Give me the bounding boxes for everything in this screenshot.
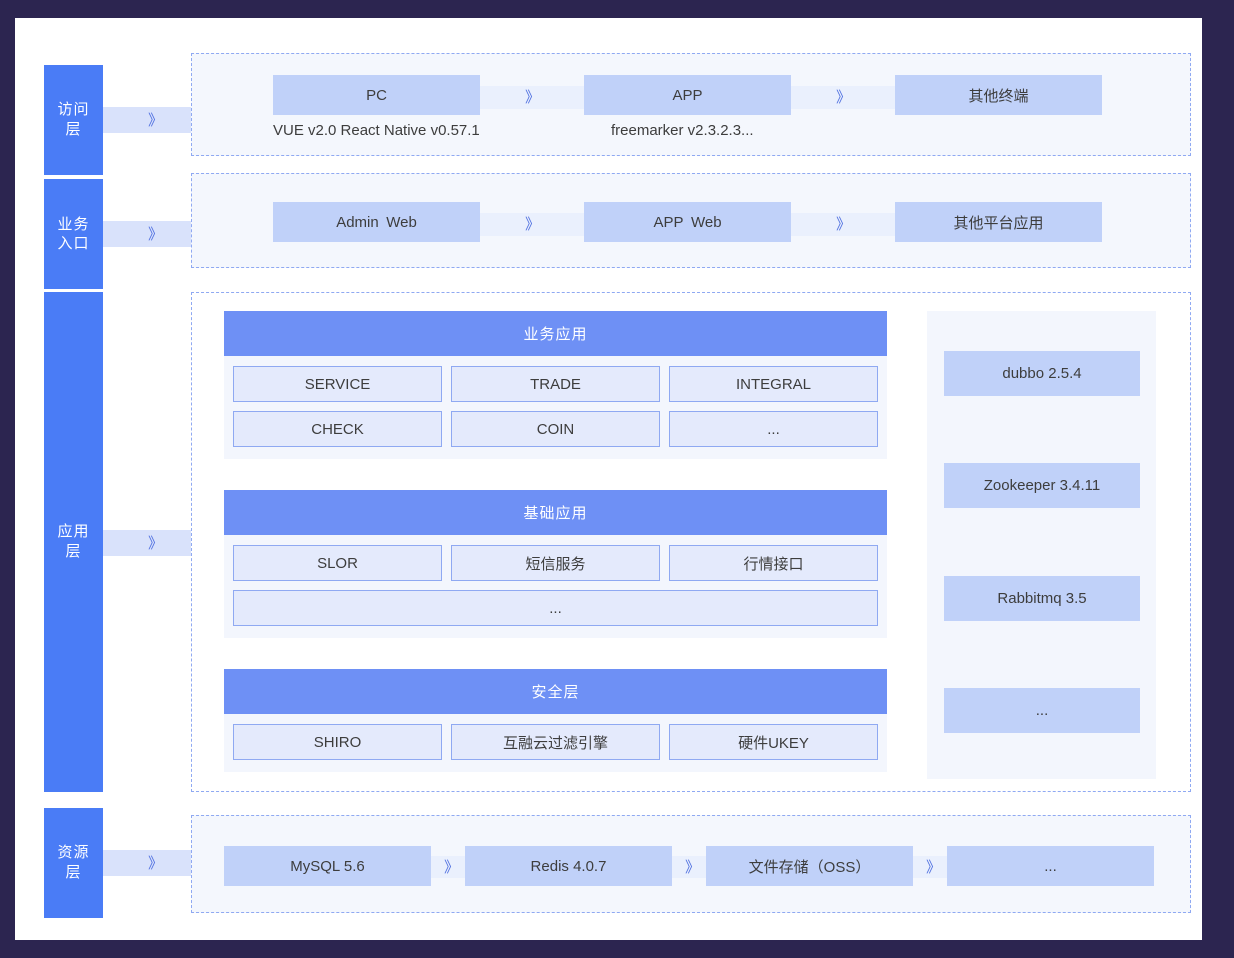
cell-check[interactable]: CHECK (233, 411, 442, 447)
chip-label: APP Web (653, 213, 722, 231)
cell-hurong-cloud-filter-engine[interactable]: 互融云过滤引擎 (451, 724, 660, 760)
panel-middleware: dubbo 2.5.4 Zookeeper 3.4.11 Rabbitmq 3.… (927, 311, 1156, 779)
strip-entry-2: 》 (791, 213, 895, 236)
cell-slor[interactable]: SLOR (233, 545, 442, 581)
chevron-icon: 》 (835, 88, 851, 106)
chevron-icon: 》 (925, 857, 941, 876)
chevron-icon: 》 (147, 224, 163, 243)
chip-entry-admin-web[interactable]: Admin Web (273, 202, 480, 242)
chip-rabbitmq[interactable]: Rabbitmq 3.5 (944, 576, 1140, 621)
layer-tab-application[interactable]: 应用层 (44, 292, 103, 792)
layer-tab-business-entry[interactable]: 业务入口 (44, 179, 103, 289)
connector-access: 》 (103, 107, 207, 133)
card-body: SERVICE TRADE INTEGRAL CHECK COIN ... (224, 356, 887, 459)
card-header: 业务应用 (224, 311, 887, 356)
cell-integral[interactable]: INTEGRAL (669, 366, 878, 402)
chip-label: MySQL 5.6 (290, 857, 365, 875)
chip-access-app[interactable]: APP (584, 75, 791, 115)
chip-label: 其他平台应用 (953, 214, 1044, 232)
chip-resource-more[interactable]: ... (947, 846, 1154, 886)
chip-middleware-more[interactable]: ... (944, 688, 1140, 733)
cell-coin[interactable]: COIN (451, 411, 660, 447)
cell-shiro[interactable]: SHIRO (233, 724, 442, 760)
note-access-pc: VUE v2.0 React Native v0.57.1 (273, 122, 480, 139)
cell-sms-service[interactable]: 短信服务 (451, 545, 660, 581)
chip-label: Redis 4.0.7 (530, 857, 607, 875)
chevron-icon: 》 (147, 110, 163, 129)
strip-access-2: 》 (791, 86, 895, 109)
layer-tab-resource-label: 资源层 (57, 844, 90, 881)
chevron-icon: 》 (524, 215, 540, 233)
chip-label: APP (672, 86, 703, 104)
chevron-icon: 》 (835, 215, 851, 233)
chip-file-storage-oss[interactable]: 文件存储（OSS） (706, 846, 913, 886)
chevron-icon: 》 (443, 857, 459, 876)
cell-service[interactable]: SERVICE (233, 366, 442, 402)
chip-label: 文件存储（OSS） (748, 858, 871, 876)
chip-mysql[interactable]: MySQL 5.6 (224, 846, 431, 886)
chevron-icon: 》 (684, 857, 700, 876)
note-access-app: freemarker v2.3.2.3... (611, 122, 754, 139)
layer-tab-access[interactable]: 访问层 (44, 65, 103, 175)
card-basic-application: 基础应用 SLOR 短信服务 行情接口 ... (224, 490, 887, 638)
card-header: 基础应用 (224, 490, 887, 535)
chip-access-pc[interactable]: PC (273, 75, 480, 115)
strip-access-1: 》 (480, 86, 584, 109)
cell-trade[interactable]: TRADE (451, 366, 660, 402)
chevron-icon: 》 (147, 853, 163, 872)
layer-tab-resource[interactable]: 资源层 (44, 808, 103, 918)
chip-dubbo[interactable]: dubbo 2.5.4 (944, 351, 1140, 396)
card-security-layer: 安全层 SHIRO 互融云过滤引擎 硬件UKEY (224, 669, 887, 772)
chip-access-other[interactable]: 其他终端 (895, 75, 1102, 115)
layer-tab-business-entry-label: 业务入口 (57, 216, 90, 252)
connector-resource: 》 (103, 850, 207, 876)
card-body: SHIRO 互融云过滤引擎 硬件UKEY (224, 714, 887, 772)
strip-entry-1: 》 (480, 213, 584, 236)
card-header: 安全层 (224, 669, 887, 714)
chip-entry-app-web[interactable]: APP Web (584, 202, 791, 242)
chip-redis[interactable]: Redis 4.0.7 (465, 846, 672, 886)
strip-resource-1: 》 (431, 856, 471, 878)
chip-zookeeper[interactable]: Zookeeper 3.4.11 (944, 463, 1140, 508)
cell-more[interactable]: ... (233, 590, 878, 626)
diagram-canvas: 访问层 》 PC 》 APP 》 其他终端 VUE v2.0 React Nat… (15, 18, 1202, 940)
chip-label: Admin Web (336, 213, 417, 231)
cell-market-interface[interactable]: 行情接口 (669, 545, 878, 581)
card-business-application: 业务应用 SERVICE TRADE INTEGRAL CHECK COIN .… (224, 311, 887, 459)
chip-label: 其他终端 (968, 87, 1029, 105)
layer-tab-access-label: 访问层 (57, 101, 90, 138)
connector-application: 》 (103, 530, 207, 556)
card-body: SLOR 短信服务 行情接口 ... (224, 535, 887, 638)
chip-label: PC (366, 86, 387, 104)
layer-tab-application-label: 应用层 (57, 523, 90, 560)
cell-hardware-ukey[interactable]: 硬件UKEY (669, 724, 878, 760)
chevron-icon: 》 (524, 88, 540, 106)
strip-resource-3: 》 (913, 856, 953, 878)
chevron-icon: 》 (147, 533, 163, 552)
cell-more[interactable]: ... (669, 411, 878, 447)
chip-entry-other-platform[interactable]: 其他平台应用 (895, 202, 1102, 242)
chip-label: ... (1044, 857, 1057, 875)
connector-business-entry: 》 (103, 221, 207, 247)
strip-resource-2: 》 (672, 856, 712, 878)
